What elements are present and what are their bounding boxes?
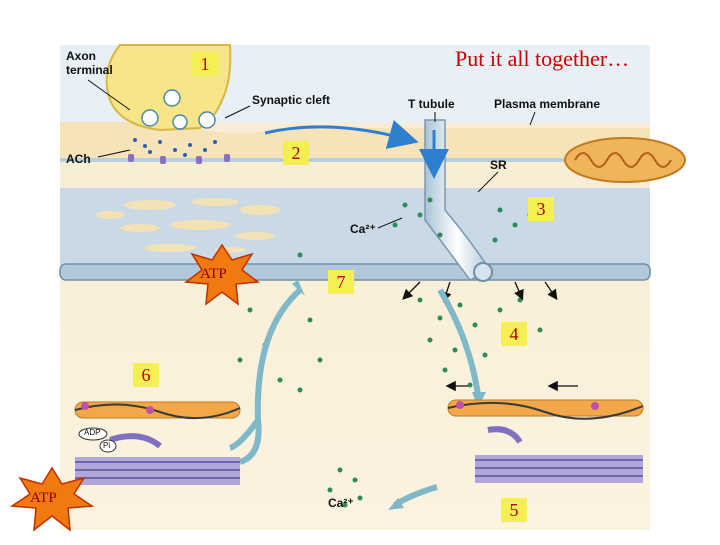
mitochondrion-shape [564, 137, 686, 183]
plasma-membrane-label: Plasma membrane [494, 97, 601, 111]
step-6-label: 6 [133, 363, 159, 387]
page-title: Put it all together… [455, 46, 630, 71]
step-5-label: 5 [501, 498, 527, 522]
t-tubule-label: T tubule [408, 97, 455, 111]
membrane-line [60, 158, 650, 162]
adp-oval [78, 427, 108, 441]
ach-receptors [128, 154, 230, 164]
axon-label-line2: terminal [66, 63, 113, 77]
left-myofilament [74, 401, 241, 485]
step-7-label: 7 [328, 270, 354, 294]
step-2-label: 2 [283, 141, 309, 165]
step-3-label: 3 [528, 197, 554, 221]
ach-molecules [133, 138, 217, 157]
axon-label-line1: Axon [66, 49, 96, 63]
ach-label: ACh [66, 152, 91, 166]
leader-lines [87, 79, 536, 229]
atp-label-upper: ATP [200, 266, 227, 282]
adp-label: ADP [84, 428, 101, 437]
step-4-label: 4 [501, 322, 527, 346]
atp-burst-lower [9, 466, 95, 532]
synaptic-vesicles [141, 89, 216, 130]
sr-label: SR [490, 158, 507, 172]
sarcolemma-band [60, 122, 650, 160]
t-tubule-cross-section [473, 262, 493, 282]
right-myofilament [447, 399, 644, 483]
pi-oval [99, 439, 117, 453]
calcium-binding-arrow [437, 288, 481, 396]
pi-label: Pi [103, 441, 111, 450]
calcium-label-lower: Ca²⁺ [328, 496, 354, 510]
sr-membrane [59, 263, 651, 281]
atp-label-lower: ATP [30, 490, 57, 506]
synaptic-cleft-label: Synaptic cleft [252, 93, 331, 107]
action-potential-arrow [264, 119, 419, 149]
calcium-reuptake-arrow [238, 287, 303, 465]
atp-burst-upper [183, 243, 261, 306]
calcium-label-upper: Ca²⁺ [350, 222, 376, 236]
step-1-label: 1 [192, 52, 218, 76]
